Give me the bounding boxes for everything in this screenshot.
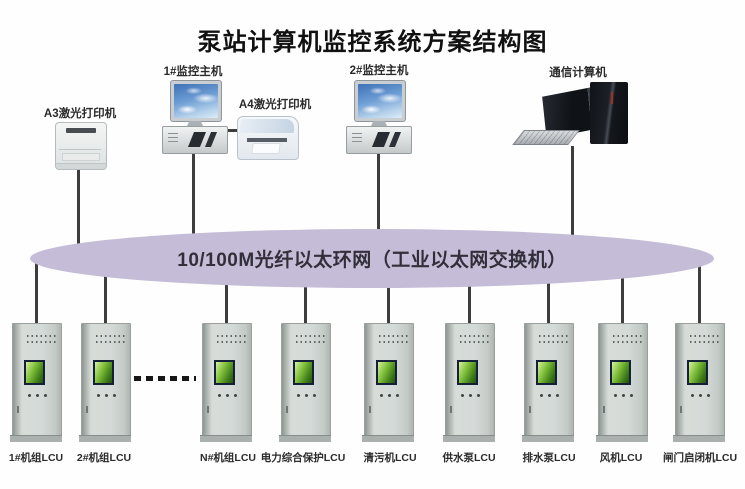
a3-printer-label: A3激光打印机: [43, 108, 117, 120]
lcu-cabinet-icon: [596, 323, 648, 442]
lcu-cabinet-icon: [10, 323, 62, 442]
connector-lcu-1: [35, 258, 38, 325]
lcu-cabinet-icon: [200, 323, 252, 442]
lcu-cabinet-label: 2#机组LCU: [76, 452, 132, 464]
lcu-cabinet-label: N#机组LCU: [199, 452, 257, 464]
comm-tower: [590, 82, 628, 144]
lcu-cabinet-icon: [362, 323, 414, 442]
lcu-cabinet-label: 供水泵LCU: [442, 452, 496, 464]
host1-label: 1#监控主机: [163, 66, 223, 78]
lcu-cabinet-label: 电力综合保护LCU: [260, 452, 346, 464]
tower-accent: [611, 92, 613, 104]
printer-paper: [251, 143, 281, 154]
ethernet-ring: 10/100M光纤以太环网（工业以太网交换机）: [30, 229, 714, 288]
continuation-dashes-icon: [134, 376, 196, 381]
printer-foot: [56, 163, 106, 169]
printer-lid: [240, 119, 294, 133]
comm-keyboard: [512, 130, 580, 145]
lcu-cabinet-label: 风机LCU: [599, 452, 643, 464]
a4-printer-label: A4激光打印机: [238, 99, 312, 111]
connector-lcu-2: [104, 258, 107, 325]
printer-tray: [62, 153, 100, 161]
connector-lcu-power: [304, 258, 307, 325]
connector-lcu-supply: [468, 258, 471, 325]
host2-workstation-icon: [346, 80, 412, 154]
host1-workstation-icon: [162, 80, 228, 154]
pc-slot: [371, 132, 391, 147]
monitor-icon: [170, 80, 222, 122]
pc-slot: [204, 132, 218, 147]
a4-printer-icon: [237, 116, 299, 160]
connector-lcu-n: [225, 258, 228, 325]
ethernet-ring-label: 10/100M光纤以太环网（工业以太网交换机）: [177, 250, 567, 271]
printer-slot: [247, 138, 287, 142]
lcu-cabinet-icon: [279, 323, 331, 442]
connector-lcu-drain: [547, 258, 550, 325]
host2-label: 2#监控主机: [349, 65, 409, 77]
comm-computer-icon: [512, 82, 640, 148]
monitor-icon: [354, 80, 406, 122]
monitor-stand: [187, 121, 203, 126]
diagram-title: 泵站计算机监控系统方案结构图: [197, 29, 548, 56]
lcu-cabinet-label: 1#机组LCU: [8, 452, 64, 464]
connector-lcu-trash: [387, 258, 390, 325]
connector-host1-a4printer: [221, 129, 239, 132]
connector-lcu-fan: [621, 258, 624, 325]
lcu-cabinet-icon: [673, 323, 725, 442]
connector-host2: [377, 150, 380, 258]
lcu-cabinet-label: 排水泵LCU: [522, 452, 576, 464]
lcu-cabinet-label: 闸门启闭机LCU: [662, 452, 738, 464]
pc-vents: [352, 133, 362, 145]
printer-slot: [66, 128, 96, 133]
lcu-cabinet-icon: [522, 323, 574, 442]
monitor-stand: [371, 121, 387, 126]
pc-slot: [388, 132, 402, 147]
a3-printer-icon: [55, 122, 107, 170]
connector-lcu-gate: [698, 258, 701, 325]
printer-seam: [59, 149, 101, 150]
lcu-cabinet-label: 清污机LCU: [363, 452, 417, 464]
monitor-screen: [358, 84, 402, 118]
connector-comm-computer: [571, 146, 574, 258]
comm-computer-label: 通信计算机: [549, 67, 607, 79]
pc-slot: [187, 132, 207, 147]
pc-vents: [168, 133, 178, 145]
connector-host1: [192, 150, 195, 258]
lcu-cabinet-icon: [443, 323, 495, 442]
industrial-pc-icon: [346, 126, 412, 154]
industrial-pc-icon: [162, 126, 228, 154]
connector-a3-printer: [77, 166, 80, 258]
monitor-screen: [174, 84, 218, 118]
lcu-cabinet-icon: [79, 323, 131, 442]
